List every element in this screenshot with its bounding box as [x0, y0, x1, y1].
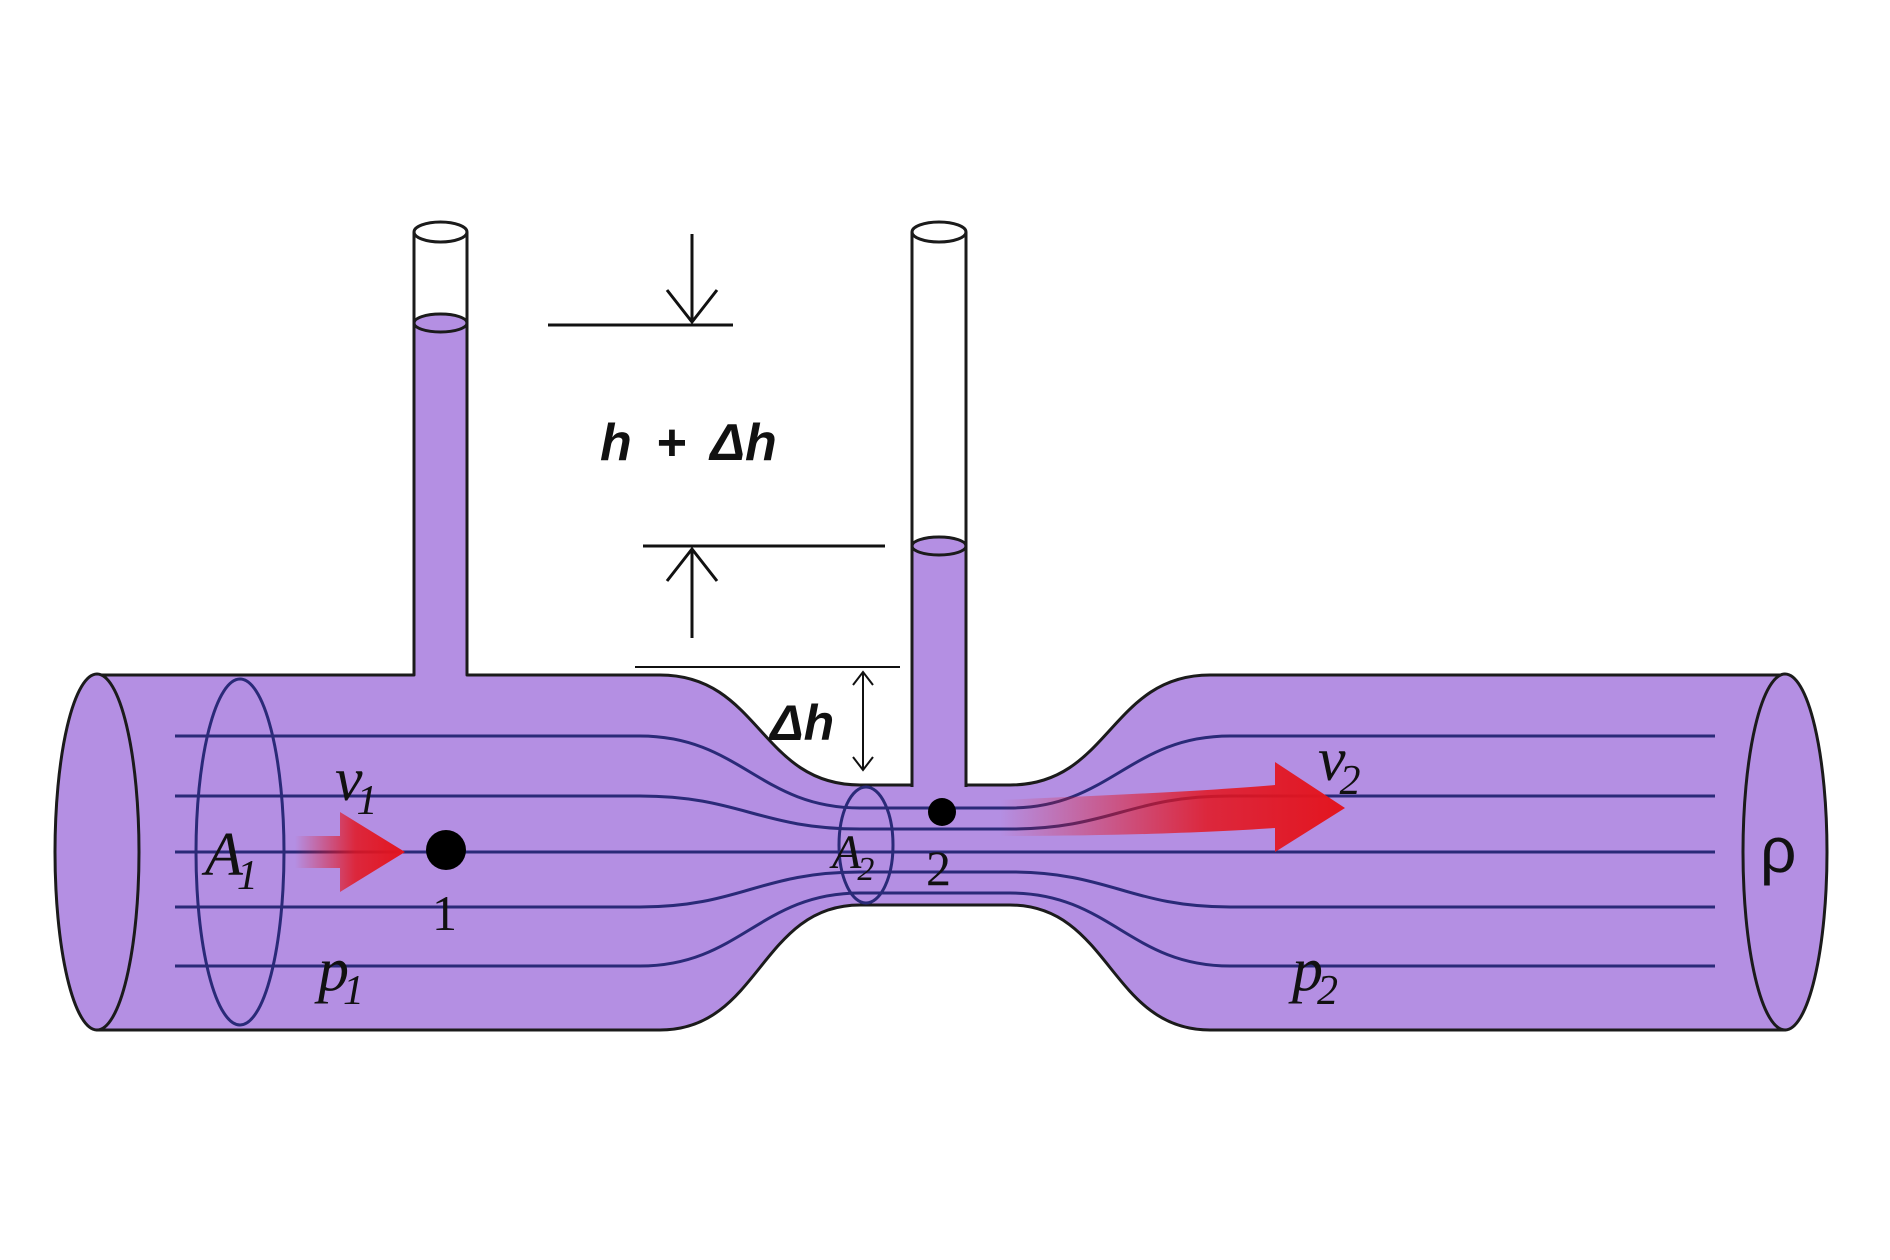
dimension-dh [635, 666, 900, 772]
inlet-end-cap [53, 672, 141, 1032]
density-label: ρ [1760, 814, 1796, 886]
cross-section-a1 [194, 677, 286, 1027]
a1-label: A1 [201, 821, 258, 899]
flow-arrow-v1 [295, 812, 405, 892]
dimension-h-plus-dh [548, 234, 885, 638]
up-arrow-head [665, 546, 719, 582]
point-2-dot [928, 798, 956, 826]
height-label: h+Δh [600, 414, 777, 472]
outlet-end-cap [1741, 672, 1829, 1032]
a2-label: A2 [829, 826, 874, 888]
standpipe-2 [910, 220, 968, 788]
v1-label: v1 [335, 746, 378, 824]
streamline-5 [175, 891, 1715, 968]
standpipe-2-fluid-level [910, 535, 968, 557]
point-1-dot [426, 830, 466, 870]
point-1-label: 1 [432, 885, 457, 941]
standpipe-1 [412, 220, 469, 558]
flow-arrow-v2 [1000, 762, 1345, 852]
pipe-body [95, 551, 1787, 1032]
standpipe-1-fluid-level [412, 312, 469, 334]
point-2-label: 2 [926, 840, 951, 896]
p2-label: p2 [1288, 936, 1338, 1014]
streamline-4 [175, 870, 1715, 909]
cross-section-a2 [837, 785, 895, 905]
v2-label: v2 [1318, 726, 1361, 804]
p1-label: p1 [314, 936, 364, 1014]
delta-h-label: Δh [768, 695, 834, 751]
down-arrow-head [665, 289, 719, 325]
